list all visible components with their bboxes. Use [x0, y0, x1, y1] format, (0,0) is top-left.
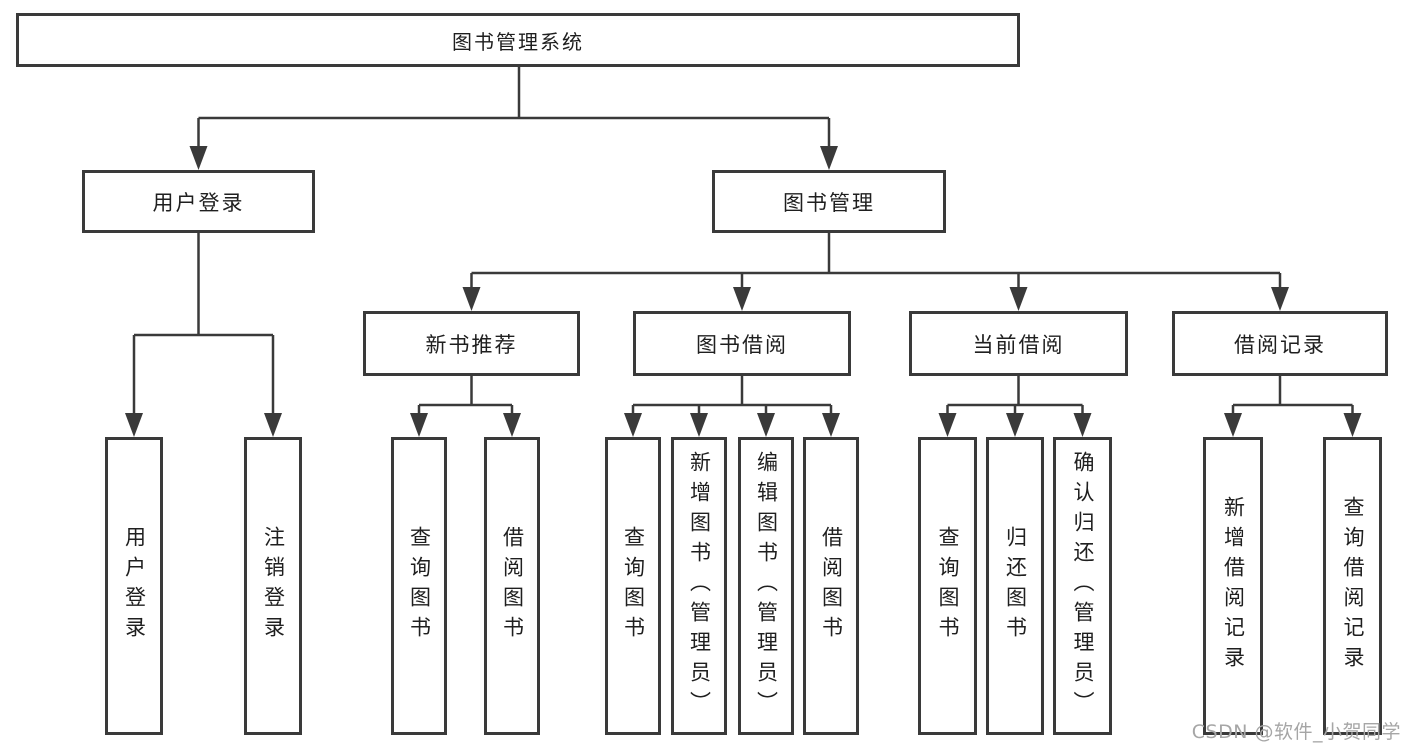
connector-new-book-rec: [417, 376, 514, 415]
leaf-cb-confirm-return-admin: 确认归还（管理员）: [1053, 437, 1112, 735]
arrowhead: [462, 287, 481, 311]
leaf-logout-label: 注销登录: [261, 526, 286, 646]
leaf-nr-borrow-books-label: 借阅图书: [500, 526, 525, 646]
connector-book-mgmt: [470, 233, 1282, 289]
arrowhead: [820, 146, 838, 170]
arrowhead: [1343, 413, 1362, 437]
connector-user-login: [132, 233, 275, 415]
arrowhead: [822, 413, 840, 437]
leaf-logout: 注销登录: [244, 437, 302, 735]
leaf-nr-query-books-label: 查询图书: [407, 526, 432, 646]
leaf-cb-query-books: 查询图书: [918, 437, 977, 735]
arrowhead: [938, 413, 957, 437]
leaf-br-add-record: 新增借阅记录: [1203, 437, 1263, 735]
node-book-mgmt-label: 图书管理: [783, 190, 875, 215]
node-current-borrow-label: 当前借阅: [972, 332, 1065, 357]
arrowhead: [264, 413, 282, 437]
node-borrow-records-label: 借阅记录: [1234, 332, 1326, 357]
arrowhead: [690, 413, 708, 437]
leaf-user-login: 用户登录: [105, 437, 163, 735]
arrowhead: [1006, 413, 1024, 437]
node-book-borrow: 图书借阅: [633, 311, 851, 376]
connector-root: [197, 67, 831, 148]
node-book-mgmt: 图书管理: [712, 170, 946, 233]
leaf-bb-edit-books-admin: 编辑图书（管理员）: [738, 437, 794, 735]
watermark: CSDN @软件_小贺同学: [1191, 721, 1401, 743]
leaf-cb-query-books-label: 查询图书: [936, 526, 960, 646]
leaf-cb-confirm-return-admin-label: 确认归还（管理员）: [1071, 451, 1095, 721]
leaf-br-add-record-label: 新增借阅记录: [1221, 496, 1246, 676]
leaf-bb-add-books-admin-label: 新增图书（管理员）: [687, 451, 712, 721]
leaf-nr-query-books: 查询图书: [391, 437, 447, 735]
leaf-br-query-record: 查询借阅记录: [1323, 437, 1382, 735]
node-root-label: 图书管理系统: [452, 29, 584, 54]
arrowhead: [624, 413, 642, 437]
leaf-cb-return-books: 归还图书: [986, 437, 1044, 735]
arrowhead: [1009, 287, 1028, 311]
leaf-bb-add-books-admin: 新增图书（管理员）: [671, 437, 727, 735]
node-current-borrow: 当前借阅: [909, 311, 1128, 376]
leaf-cb-return-books-label: 归还图书: [1003, 526, 1028, 646]
leaf-bb-query-books-label: 查询图书: [621, 526, 646, 646]
leaf-bb-query-books: 查询图书: [605, 437, 661, 735]
arrowhead: [1224, 413, 1242, 437]
connector-book-borrow: [631, 376, 833, 415]
node-borrow-records: 借阅记录: [1172, 311, 1388, 376]
connector-current-borrow: [946, 376, 1084, 415]
arrowhead: [189, 146, 208, 170]
arrowhead: [125, 413, 143, 437]
leaf-bb-edit-books-admin-label: 编辑图书（管理员）: [754, 451, 779, 721]
leaf-bb-borrow-books: 借阅图书: [803, 437, 859, 735]
node-new-book-rec-label: 新书推荐: [425, 332, 518, 357]
node-new-book-rec: 新书推荐: [363, 311, 580, 376]
leaf-br-query-record-label: 查询借阅记录: [1341, 496, 1365, 676]
leaf-user-login-label: 用户登录: [122, 526, 147, 646]
node-user-login: 用户登录: [82, 170, 315, 233]
arrowhead: [1271, 287, 1289, 311]
connector-borrow-records: [1231, 376, 1354, 415]
leaf-nr-borrow-books: 借阅图书: [484, 437, 540, 735]
arrowhead: [757, 413, 775, 437]
arrowhead: [733, 287, 751, 311]
leaf-bb-borrow-books-label: 借阅图书: [819, 526, 844, 646]
arrowhead: [410, 413, 428, 437]
arrowhead: [1073, 413, 1092, 437]
node-user-login-label: 用户登录: [152, 190, 245, 215]
node-root: 图书管理系统: [16, 13, 1020, 67]
node-book-borrow-label: 图书借阅: [696, 332, 788, 357]
arrowhead: [503, 413, 521, 437]
